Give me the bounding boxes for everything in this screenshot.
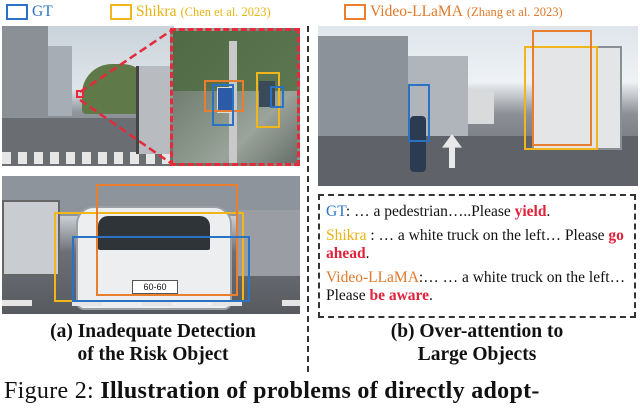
gt-box-inset <box>212 84 234 126</box>
gt-box-car <box>72 236 250 302</box>
caption-panel-a: (a) Inadequate Detection of the Risk Obj… <box>50 321 256 365</box>
legend-shikra-label: Shikra <box>136 3 177 20</box>
street-photo-top-left <box>2 26 174 166</box>
figure-caption: Figure 2: Illustration of problems of di… <box>4 378 540 404</box>
gt-box-pedestrian <box>408 84 430 142</box>
shikra-box-truck <box>524 46 598 150</box>
videollama-box-car <box>96 184 238 296</box>
videollama-response: Video-LLaMA:… … a white truck on the lef… <box>326 268 626 305</box>
street-photo-right <box>318 26 638 186</box>
videollama-swatch-icon <box>344 4 366 20</box>
shikra-swatch-icon <box>110 4 132 20</box>
legend-shikra: Shikra (Chen et al. 2023) <box>110 3 271 21</box>
legend-videollama-label: Video-LLaMA <box>370 3 463 20</box>
caption-panel-b: (b) Over-attention to Large Objects <box>390 321 564 365</box>
legend-videollama-citation: (Zhang et al. 2023) <box>466 5 563 19</box>
response-panel: GT: … a pedestrian…..Please yield. Shikr… <box>318 194 636 318</box>
gt-response: GT: … a pedestrian…..Please yield. <box>326 203 551 220</box>
legend-shikra-citation: (Chen et al. 2023) <box>180 5 271 19</box>
gt-box-inset-light <box>270 86 284 108</box>
legend-gt: GT <box>6 3 53 21</box>
legend: GT Shikra (Chen et al. 2023) Video-LLaMA… <box>0 0 640 24</box>
gt-swatch-icon <box>6 4 28 20</box>
risk-object-marker <box>76 90 84 98</box>
panel-divider <box>307 26 309 372</box>
legend-videollama: Video-LLaMA (Zhang et al. 2023) <box>344 3 563 21</box>
shikra-response: Shikra : … a white truck on the left… Pl… <box>326 226 624 263</box>
legend-gt-label: GT <box>32 3 53 20</box>
videollama-box-truck <box>532 30 592 146</box>
license-plate: 60-60 <box>132 280 178 294</box>
videollama-box-inset <box>204 80 244 112</box>
cyclist <box>410 116 426 172</box>
shikra-box-inset <box>256 72 280 128</box>
car-photo: 60-60 <box>2 176 300 314</box>
